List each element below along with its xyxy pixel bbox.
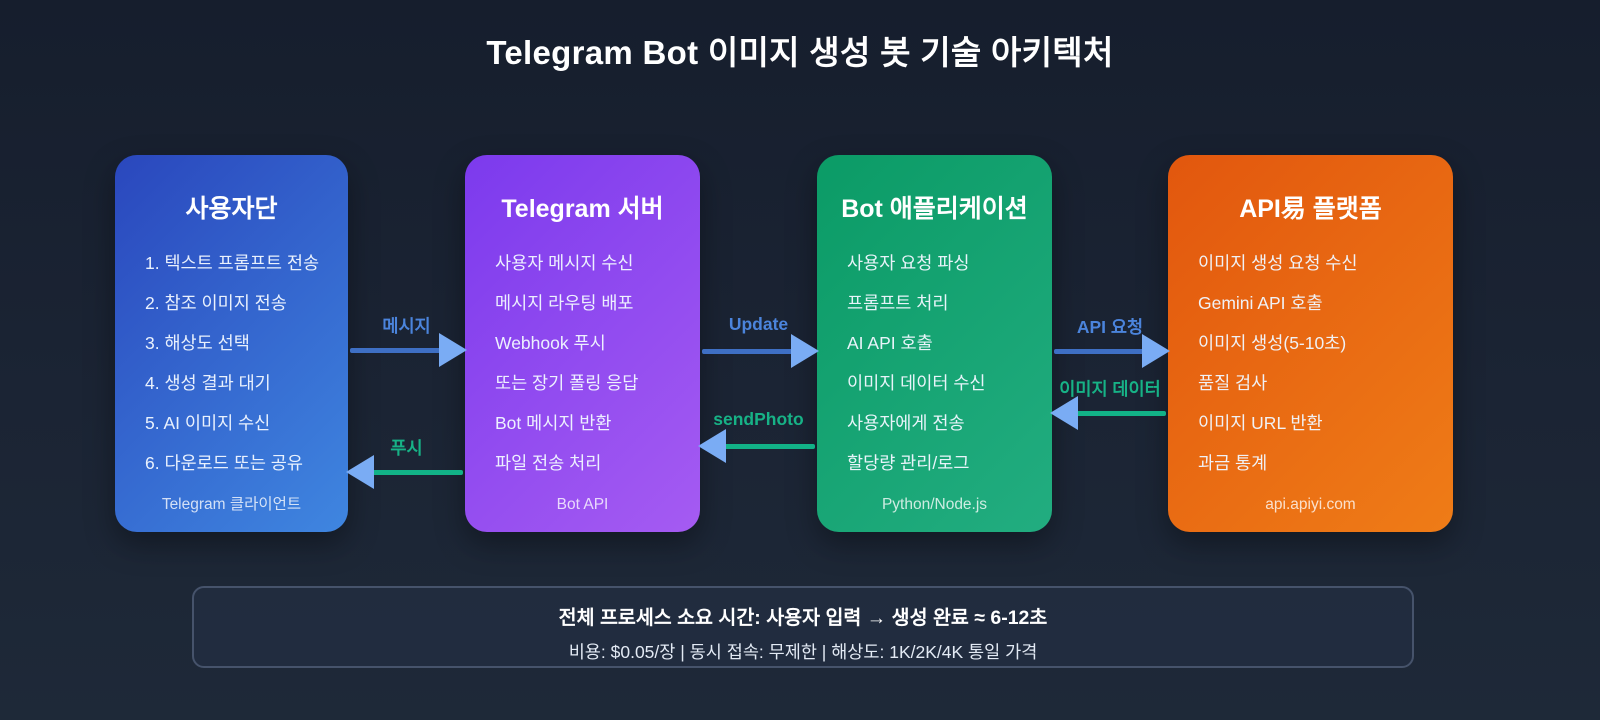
page-title: Telegram Bot 이미지 생성 봇 기술 아키텍처 <box>486 34 1114 71</box>
arrowhead-left-icon <box>698 429 726 463</box>
node-api-platform: API易 플랫폼 이미지 생성 요청 수신 Gemini API 호출 이미지 … <box>1168 155 1453 532</box>
node-item-list: 사용자 요청 파싱 프롬프트 처리 AI API 호출 이미지 데이터 수신 사… <box>847 243 1040 483</box>
node-item: 이미지 데이터 수신 <box>847 373 986 393</box>
node-item: 파일 전송 처리 <box>495 453 602 473</box>
node-footer: Python/Node.js <box>881 496 988 513</box>
node-item: 메시지 라우팅 배포 <box>495 293 634 313</box>
arrow-line <box>372 469 463 475</box>
node-footer: Bot API <box>556 496 609 513</box>
summary-time: 전체 프로세스 소요 시간: 사용자 입력 → 생성 완료 ≈ 6-12초 <box>558 607 1048 629</box>
arrow-line <box>1076 410 1166 416</box>
node-telegram-server: Telegram 서버 사용자 메시지 수신 메시지 라우팅 배포 Webhoo… <box>465 155 700 532</box>
arrow-label: Update <box>728 314 789 334</box>
node-item: 3. 해상도 선택 <box>145 333 250 353</box>
summary-panel: 전체 프로세스 소요 시간: 사용자 입력 → 생성 완료 ≈ 6-12초 비용… <box>192 586 1414 668</box>
arrowhead-right-icon <box>791 334 819 368</box>
node-item-list: 1. 텍스트 프롬프트 전송 2. 참조 이미지 전송 3. 해상도 선택 4.… <box>145 243 336 483</box>
node-item: 프롬프트 처리 <box>847 293 949 313</box>
arrow-line <box>1054 348 1144 354</box>
node-item: 4. 생성 결과 대기 <box>145 373 271 393</box>
node-item: 사용자에게 전송 <box>847 413 965 433</box>
node-item-list: 이미지 생성 요청 수신 Gemini API 호출 이미지 생성(5-10초)… <box>1198 243 1441 483</box>
arrow-label: 메시지 <box>382 316 431 336</box>
node-item: Bot 메시지 반환 <box>495 413 612 433</box>
node-item: 이미지 생성 요청 수신 <box>1198 253 1358 273</box>
arrowhead-left-icon <box>346 455 374 489</box>
node-item: 사용자 요청 파싱 <box>847 253 970 273</box>
node-item: 1. 텍스트 프롬프트 전송 <box>145 253 320 273</box>
node-title: API易 플랫폼 <box>1239 195 1382 223</box>
node-title: Telegram 서버 <box>501 195 664 223</box>
node-bot-application: Bot 애플리케이션 사용자 요청 파싱 프롬프트 처리 AI API 호출 이… <box>817 155 1052 532</box>
arrow-line <box>702 348 793 354</box>
arrowhead-right-icon <box>439 333 467 367</box>
arrow-label: 이미지 데이터 <box>1059 379 1161 399</box>
node-item: 품질 검사 <box>1198 373 1268 393</box>
node-item: 할당량 관리/로그 <box>847 453 970 473</box>
arrowhead-right-icon <box>1142 334 1170 368</box>
arrow-line <box>724 443 815 449</box>
node-item: 사용자 메시지 수신 <box>495 253 634 273</box>
summary-pricing: 비용: $0.05/장 | 동시 접속: 무제한 | 해상도: 1K/2K/4K… <box>568 642 1038 662</box>
node-item: AI API 호출 <box>847 333 933 353</box>
arrowhead-left-icon <box>1050 396 1078 430</box>
node-user-client: 사용자단 1. 텍스트 프롬프트 전송 2. 참조 이미지 전송 3. 해상도 … <box>115 155 348 532</box>
arrow-line <box>350 347 441 353</box>
arrow-label: API 요청 <box>1076 317 1144 337</box>
node-footer: api.apiyi.com <box>1265 496 1356 513</box>
node-footer: Telegram 클라이언트 <box>161 496 302 513</box>
node-item: 5. AI 이미지 수신 <box>145 413 271 433</box>
node-item: 이미지 URL 반환 <box>1198 413 1323 433</box>
node-item: 이미지 생성(5-10초) <box>1198 333 1347 353</box>
node-item: 2. 참조 이미지 전송 <box>145 293 287 313</box>
node-title: 사용자단 <box>185 195 278 223</box>
node-item: 6. 다운로드 또는 공유 <box>145 453 303 473</box>
node-title: Bot 애플리케이션 <box>841 195 1028 223</box>
node-item: 또는 장기 폴링 응답 <box>495 373 639 393</box>
node-item: Webhook 푸시 <box>495 333 606 353</box>
node-item-list: 사용자 메시지 수신 메시지 라우팅 배포 Webhook 푸시 또는 장기 폴… <box>495 243 688 483</box>
node-item: 과금 통계 <box>1198 453 1268 473</box>
arrow-label: sendPhoto <box>713 409 804 429</box>
arrow-label: 푸시 <box>390 438 423 458</box>
node-item: Gemini API 호출 <box>1198 293 1323 313</box>
